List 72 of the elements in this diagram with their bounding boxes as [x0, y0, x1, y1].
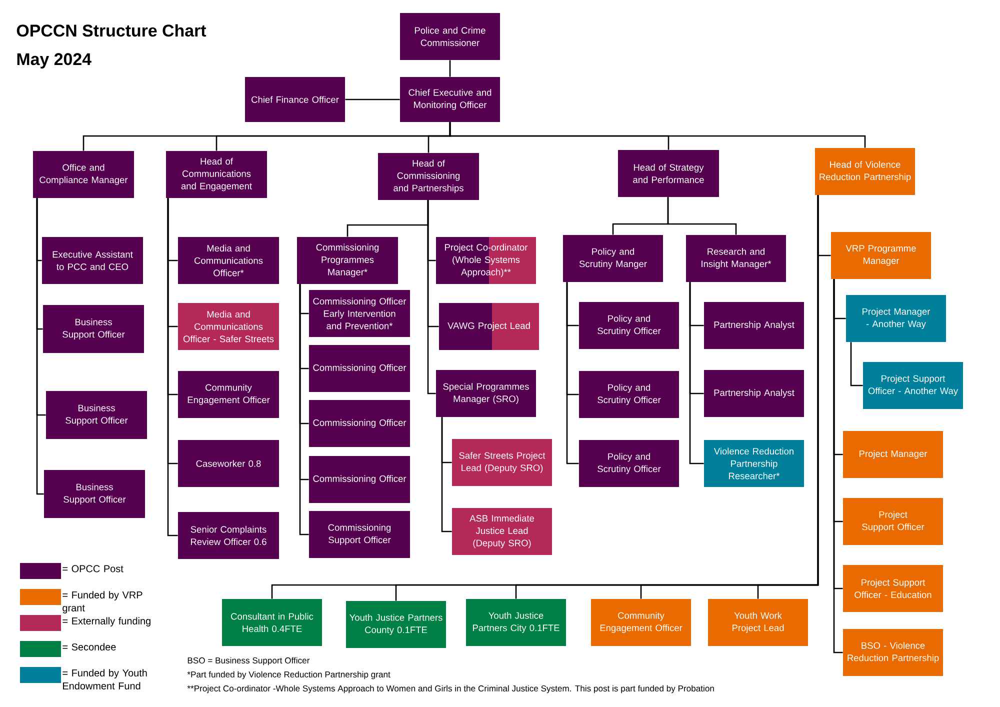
position-box: Police and Crime Commissioner: [400, 13, 500, 60]
connector-line: [833, 279, 843, 654]
connector-line: [566, 282, 579, 464]
position-box: VRP Programme Manager: [831, 232, 931, 279]
position-box: Policy and Scrutiny Officer: [579, 440, 679, 487]
position-box: BSO - Violence Reduction Partnership: [843, 628, 943, 676]
position-box: Consultant in Public Health 0.4FTE: [222, 598, 322, 646]
position-box: Executive Assistant to PCC and CEO: [42, 236, 143, 284]
position-box: Commissioning Officer: [309, 344, 410, 392]
position-box: Research and Insight Manager*: [686, 234, 786, 282]
position-box: Office and Compliance Manager: [33, 150, 134, 198]
position-box: Commissioning Support Officer: [309, 510, 410, 558]
position-box: Partnership Analyst: [704, 302, 804, 349]
position-box: Head of Violence Reduction Partnership: [815, 148, 915, 195]
position-box: Commissioning Programmes Manager*: [297, 236, 398, 284]
position-box: Special Programmes Manager (SRO): [436, 370, 536, 417]
position-box: Violence Reduction Partnership Researcher*: [704, 440, 804, 487]
connector-line: [449, 122, 866, 148]
position-box: Community Engagement Officer: [178, 370, 279, 418]
position-box: VAWG Project Lead: [439, 302, 539, 350]
position-box: Head of Commissioning and Partnerships: [378, 152, 479, 200]
connector-line: [757, 195, 819, 599]
position-box: Project Support Officer: [843, 498, 943, 545]
footnote: BSO = Business Support Officer: [188, 657, 310, 666]
position-box: Youth Justice Partners County 0.1FTE: [346, 600, 446, 648]
footnote: **Project Co-ordinator -Whole Systems Approach to Women and Girls in the Criminal Justice System. This post is part funded by Probation: [187, 685, 714, 694]
connector-line: [667, 197, 737, 235]
legend-label: = Secondee: [62, 643, 116, 650]
position-box: Youth Justice Partners City 0.1FTE: [466, 598, 566, 646]
legend-label: = Funded by Youth Endowment Fund: [62, 669, 147, 690]
position-box: Community Engagement Officer: [591, 598, 691, 646]
position-box: Policy and Scrutiny Officer: [579, 302, 679, 349]
position-box: Head of Strategy and Performance: [618, 150, 719, 197]
position-box: Project Support Officer - Another Way: [863, 362, 963, 409]
position-box: Policy and Scrutiny Manger: [563, 234, 663, 282]
position-box: Commissioning Officer: [309, 400, 410, 447]
position-box: Business Support Officer: [43, 304, 144, 353]
position-box: ASB Immediate Justice Lead (Deputy SRO): [452, 508, 552, 555]
position-box: Commissioning Officer Early Intervention and Prevention*: [309, 290, 410, 337]
position-box: Safer Streets Project Lead (Deputy SRO): [452, 438, 552, 486]
position-box: Chief Executive and Monitoring Officer: [400, 77, 500, 122]
position-box: Project Manager: [843, 430, 943, 478]
chart-title: OPCCN Structure Chart: [16, 24, 206, 37]
position-box: Partnership Analyst: [704, 370, 804, 417]
position-box: Media and Communications Officer - Safer Streets: [178, 302, 279, 350]
connector-line: [345, 98, 400, 100]
connector-line: [850, 342, 863, 386]
connector-line: [427, 200, 436, 394]
legend-label: = OPCC Post: [62, 565, 124, 572]
position-box: Senior Complaints Review Officer 0.6: [178, 512, 279, 559]
position-box: Head of Communications and Engagement: [166, 150, 267, 198]
position-box: Youth Work Project Lead: [708, 598, 808, 646]
position-box: Business Support Officer: [44, 470, 145, 518]
connector-line: [449, 60, 451, 77]
position-box: Business Support Officer: [46, 390, 147, 439]
connector-line: [441, 417, 452, 532]
legend-label: = Funded by VRP grant: [62, 591, 142, 614]
position-box: Project Manager - Another Way: [846, 294, 946, 342]
position-box: Media and Communications Officer*: [178, 236, 279, 284]
footnote: *Part funded by Violence Reduction Partnership grant: [187, 671, 390, 680]
position-box: Chief Finance Officer: [245, 77, 345, 122]
position-box: Commissioning Officer: [309, 456, 410, 503]
connector-line: [689, 282, 704, 464]
position-box: Caseworker 0.8: [178, 440, 279, 487]
connector-line: [167, 198, 178, 536]
connector-line: [36, 198, 44, 495]
connector-line: [299, 284, 309, 536]
position-box: Project Support Officer - Education: [843, 564, 943, 612]
position-box: Policy and Scrutiny Officer: [579, 370, 679, 418]
date-label: May 2024: [17, 53, 92, 69]
legend-label: = Externally funding: [62, 617, 150, 626]
position-box: Project Co-ordinator (Whole Systems Approach)**: [436, 236, 536, 284]
